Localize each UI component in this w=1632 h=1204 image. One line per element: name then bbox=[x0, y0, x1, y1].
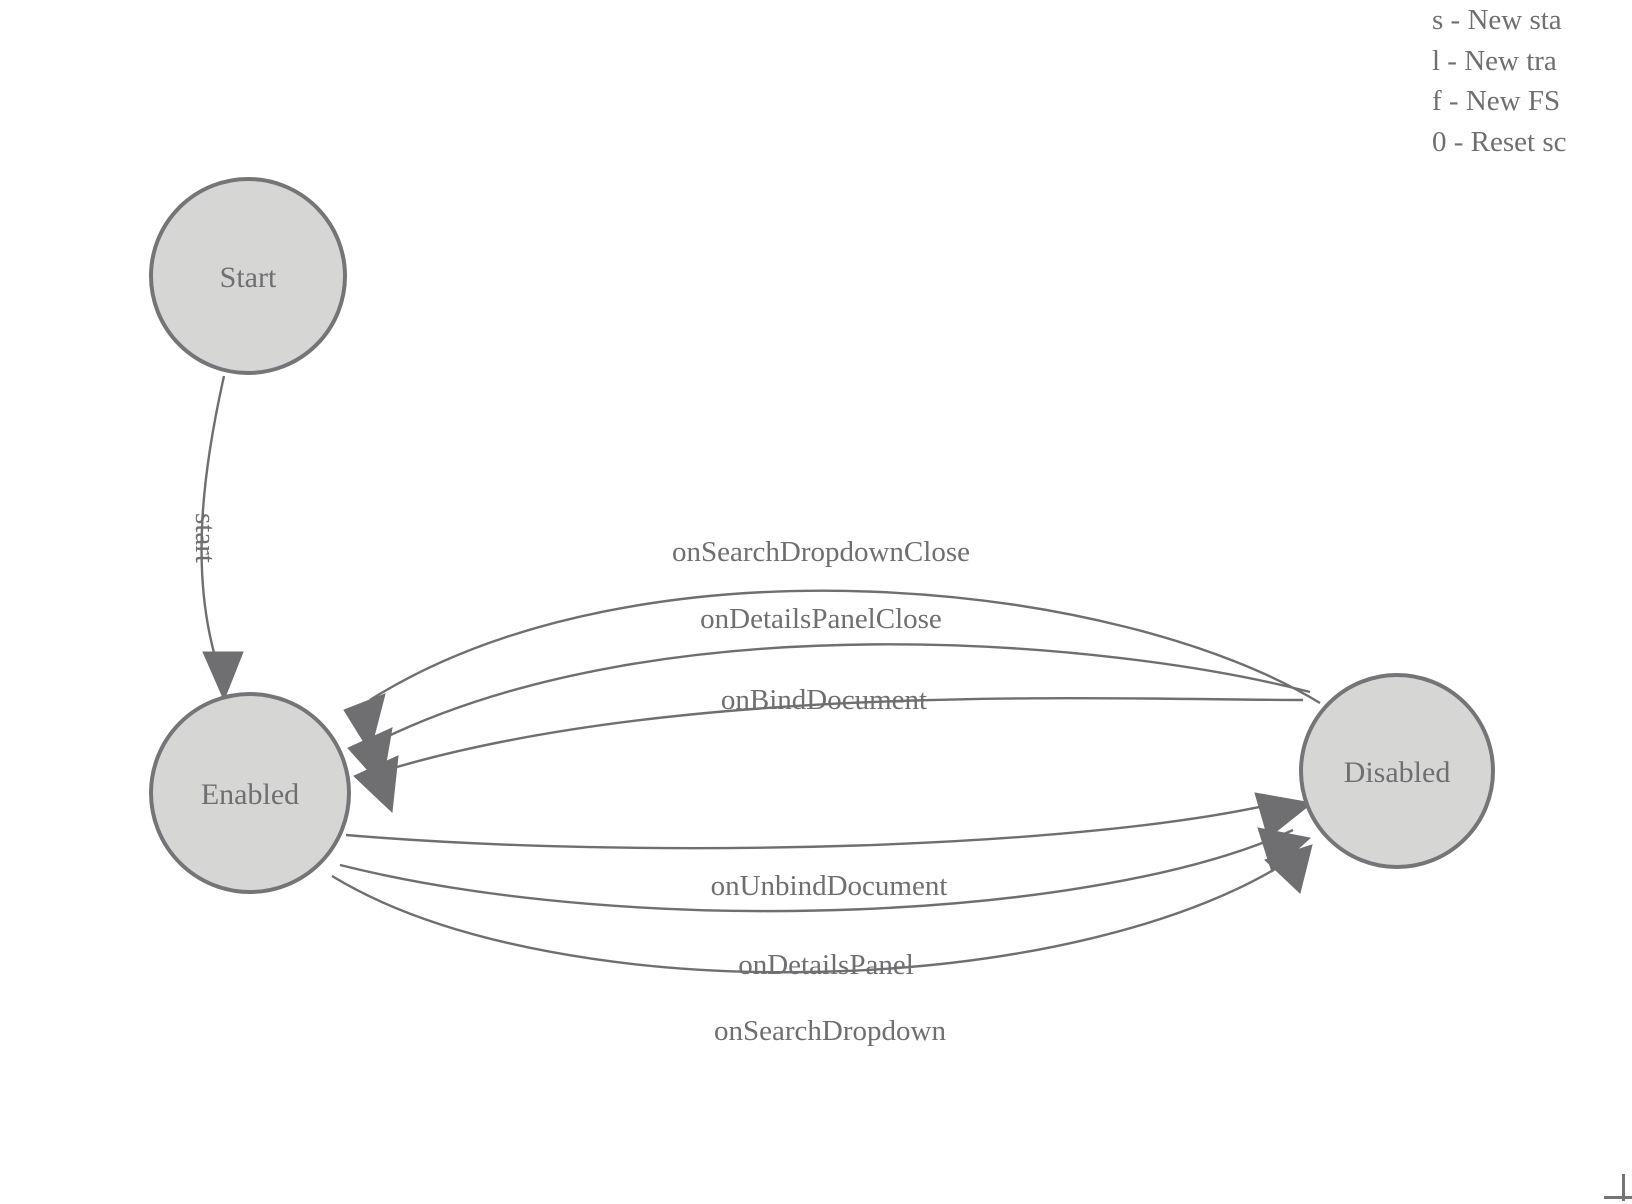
edge-path-onbinddocument bbox=[379, 696, 1304, 774]
edge-start-to-enabled[interactable] bbox=[200, 375, 244, 702]
edge-path-onsearchdropdown bbox=[331, 852, 1301, 974]
edge-path-onunbinddocument bbox=[345, 798, 1291, 850]
edge-label-ondetailspanelclose: onDetailsPanelClose bbox=[700, 603, 942, 635]
state-circle-disabled bbox=[1299, 673, 1495, 869]
edge-enabled-to-disabled-onsearchdropdown[interactable] bbox=[331, 844, 1313, 974]
edge-label-onunbinddocument: onUnbindDocument bbox=[711, 870, 948, 902]
edge-path-ondetailspanelclose bbox=[373, 643, 1311, 745]
edge-path-ondetailspanel bbox=[339, 828, 1294, 913]
edge-label-onbinddocument: onBindDocument bbox=[721, 684, 927, 716]
arrowhead-onsearchdropdown bbox=[1264, 844, 1313, 894]
panel-corner-horizontal-rule bbox=[1604, 1196, 1632, 1199]
state-circle-enabled bbox=[149, 692, 351, 894]
arrowhead-onunbinddocument bbox=[1254, 792, 1314, 839]
edge-label-ondetailspanel: onDetailsPanel bbox=[738, 949, 914, 981]
edge-label-onsearchdropdown: onSearchDropdown bbox=[714, 1015, 946, 1047]
state-node-disabled[interactable]: Disabled bbox=[1299, 673, 1495, 869]
state-node-start[interactable]: Start bbox=[149, 177, 347, 375]
edge-label-onsearchdropdownclose: onSearchDropdownClose bbox=[672, 536, 970, 568]
panel-corner-vertical-rule bbox=[1622, 1174, 1625, 1201]
state-node-enabled[interactable]: Enabled bbox=[149, 692, 351, 894]
edge-enabled-to-disabled-onunbinddocument[interactable] bbox=[345, 792, 1314, 850]
edge-label-start: start bbox=[189, 513, 221, 563]
edge-path-onsearchdropdownclose bbox=[369, 589, 1321, 705]
state-label-disabled: Disabled bbox=[1344, 756, 1451, 789]
state-label-enabled: Enabled bbox=[201, 778, 299, 811]
state-label-start: Start bbox=[220, 261, 277, 294]
state-circle-start bbox=[149, 177, 347, 375]
arrowhead-onbinddocument bbox=[353, 755, 399, 814]
edge-path-start bbox=[200, 375, 226, 661]
edge-disabled-to-enabled-onsearchdropdownclose[interactable] bbox=[343, 589, 1321, 754]
arrowhead-onsearchdropdownclose bbox=[343, 693, 386, 754]
edge-disabled-to-enabled-onbinddocument[interactable] bbox=[353, 696, 1304, 814]
arrowhead-start-to-enabled bbox=[202, 651, 244, 702]
